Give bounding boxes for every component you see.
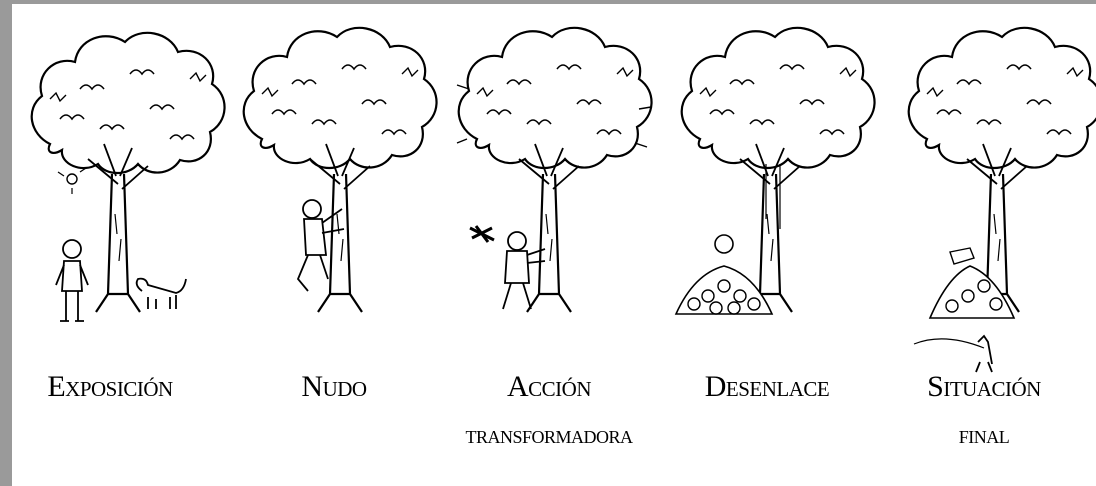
tree-panel-exposicion xyxy=(30,31,226,314)
caption-desenlace: Desenlace xyxy=(677,372,857,402)
apple-pile-icon xyxy=(674,234,774,315)
caption-line: Situación xyxy=(927,370,1041,403)
caption-line: Exposición xyxy=(47,370,173,403)
caption-exposicion: Exposición xyxy=(30,372,190,402)
caption-line: Acción xyxy=(506,370,592,403)
walking-dog-icon xyxy=(975,334,993,373)
tree-panel-nudo xyxy=(242,26,438,314)
tree-panel-situacion xyxy=(907,26,1096,314)
caption-line: Desenlace xyxy=(704,370,830,403)
tree-illustrations xyxy=(30,26,1096,373)
boy-figure-icon xyxy=(55,239,89,322)
caption-line: final xyxy=(958,420,1010,449)
dog-icon xyxy=(135,277,187,309)
caption-situacion-final: Situación final xyxy=(894,372,1074,448)
caption-line: transformadora xyxy=(465,420,633,449)
caption-nudo: Nudo xyxy=(274,372,394,402)
caption-line: Nudo xyxy=(301,370,367,403)
tree-panel-accion xyxy=(456,26,653,314)
tree-panel-desenlace xyxy=(680,26,876,314)
caption-accion-transformadora: Acción transformadora xyxy=(424,372,674,448)
story-structure-diagram: Exposición Nudo Acción transformadora De… xyxy=(12,4,1096,486)
shaking-boy-icon xyxy=(502,231,546,310)
final-pile-icon xyxy=(913,247,1016,349)
insect-swarm-icon xyxy=(469,225,495,243)
climbing-boy-icon xyxy=(296,199,345,292)
apple-icon xyxy=(66,173,78,185)
